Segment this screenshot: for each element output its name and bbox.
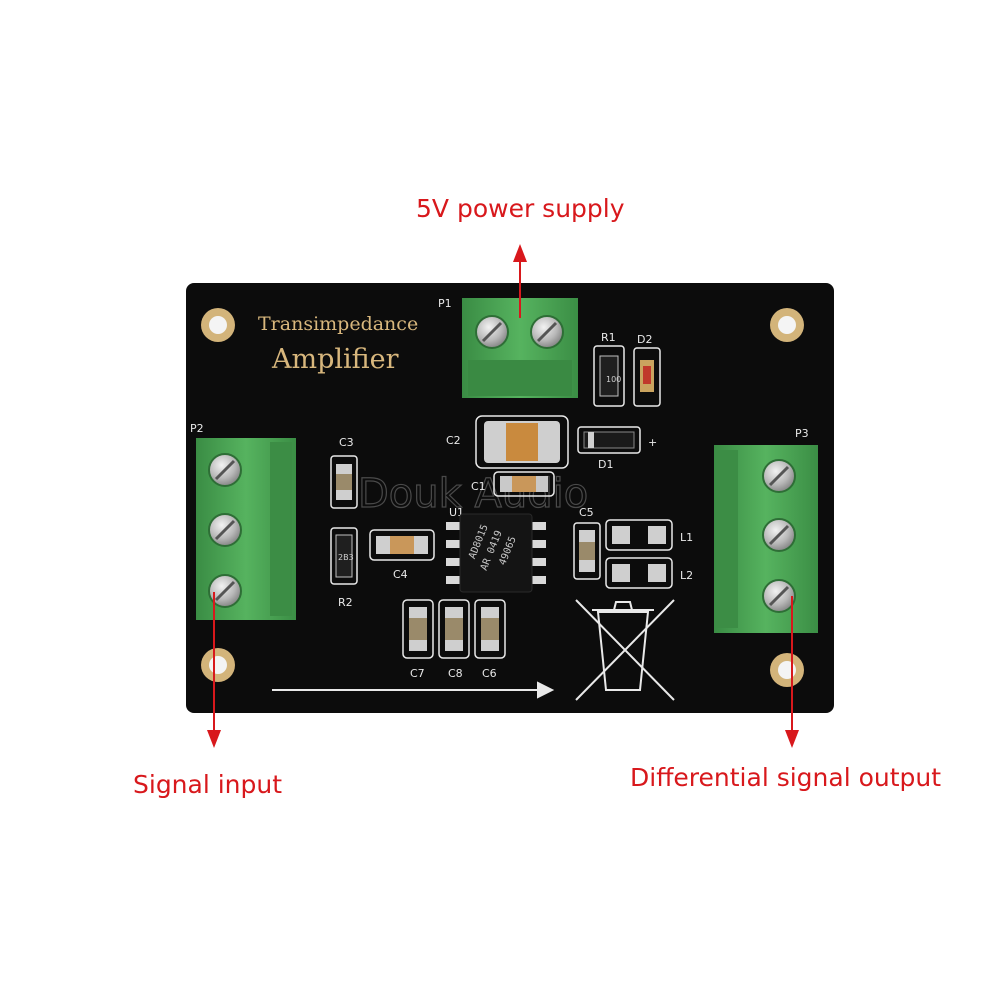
label-p3: P3 (795, 427, 809, 440)
board-title-line1: Transimpedance (258, 313, 418, 335)
label-c2: C2 (446, 434, 461, 447)
label-c3: C3 (339, 436, 354, 449)
diode-d1 (577, 426, 641, 454)
capacitor-c4 (369, 529, 435, 561)
label-p1: P1 (438, 297, 452, 310)
capacitor-c3 (330, 455, 358, 509)
label-c8: C8 (448, 667, 463, 680)
label-r1: R1 (601, 331, 616, 344)
label-p2: P2 (190, 422, 204, 435)
callout-arrow-input-icon (207, 592, 221, 748)
resistor-r2 (330, 527, 358, 585)
resistor-r1 (593, 345, 625, 407)
weee-bin-icon (575, 599, 675, 701)
terminal-p1 (462, 298, 578, 398)
label-d1: D1 (598, 458, 613, 471)
callout-power-supply: 5V power supply (416, 194, 625, 223)
label-r1-code: 100 (606, 375, 621, 384)
capacitor-c5 (573, 522, 601, 580)
capacitor-c1 (493, 471, 555, 497)
callout-arrow-power-icon (513, 244, 527, 318)
label-c1: C1 (471, 480, 486, 493)
callout-differential-output: Differential signal output (630, 763, 942, 792)
capacitor-row-c7-c8-c6 (402, 599, 506, 659)
signal-flow-arrow-icon (272, 681, 555, 699)
led-d2 (633, 347, 661, 407)
capacitor-c2 (475, 415, 569, 469)
label-r2-code: 2B3 (338, 553, 354, 562)
label-l2: L2 (680, 569, 693, 582)
inductor-l2 (605, 557, 673, 589)
pcb-board (186, 283, 834, 713)
label-l1: L1 (680, 531, 693, 544)
label-d2: D2 (637, 333, 652, 346)
board-title-line2: Amplifier (271, 344, 399, 375)
label-c5: C5 (579, 506, 594, 519)
callout-arrow-output-icon (785, 596, 799, 748)
callout-signal-input: Signal input (133, 770, 283, 799)
chip-u1: AD8015 AR 0419 49065 (446, 513, 546, 593)
watermark: Douk Audio (358, 471, 588, 517)
label-plus: + (648, 436, 657, 449)
label-c4: C4 (393, 568, 408, 581)
inductor-l1 (605, 519, 673, 551)
label-c7: C7 (410, 667, 425, 680)
terminal-p2 (196, 438, 296, 620)
label-c6: C6 (482, 667, 497, 680)
terminal-p3 (714, 445, 818, 633)
label-r2: R2 (338, 596, 353, 609)
